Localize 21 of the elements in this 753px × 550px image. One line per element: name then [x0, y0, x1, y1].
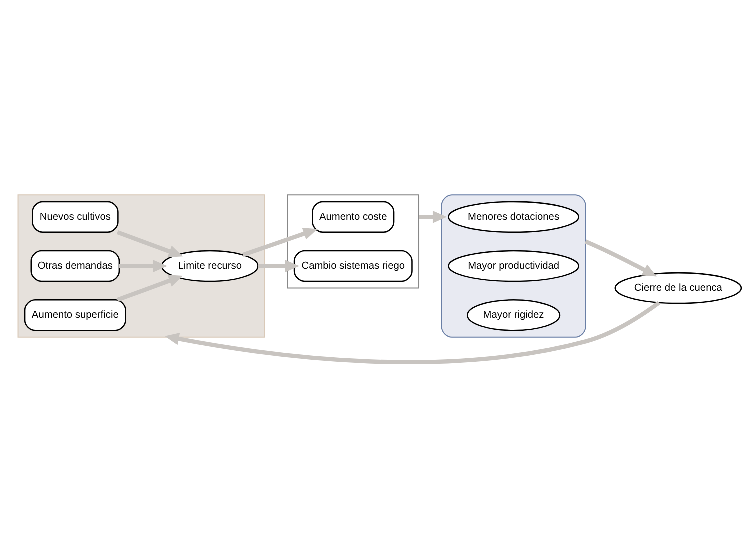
arrow — [584, 239, 657, 276]
node-ellipse: Limite recurso — [161, 250, 259, 282]
node-box: Aumento coste — [312, 200, 395, 233]
node-ellipse: Mayor productividad — [448, 250, 580, 282]
node-ellipse: Menores dotaciones — [448, 200, 580, 233]
arrow — [419, 210, 448, 223]
node-box: Otras demandas — [30, 250, 120, 282]
cluster — [18, 194, 266, 338]
cluster — [441, 194, 586, 338]
cluster — [287, 194, 420, 288]
arrow — [258, 260, 300, 272]
node-ellipse: Mayor rigidez — [466, 299, 561, 331]
node-ellipse: Cierre de la cuenca — [614, 272, 742, 304]
node-box: Aumento superficie — [24, 299, 126, 331]
arrow — [116, 230, 184, 257]
arrow — [165, 300, 660, 364]
arrow — [119, 260, 168, 272]
arrow — [116, 274, 184, 302]
arrow — [242, 228, 318, 257]
node-box: Cambio sistemas riego — [294, 250, 413, 282]
node-box: Nuevos cultivos — [32, 200, 119, 233]
